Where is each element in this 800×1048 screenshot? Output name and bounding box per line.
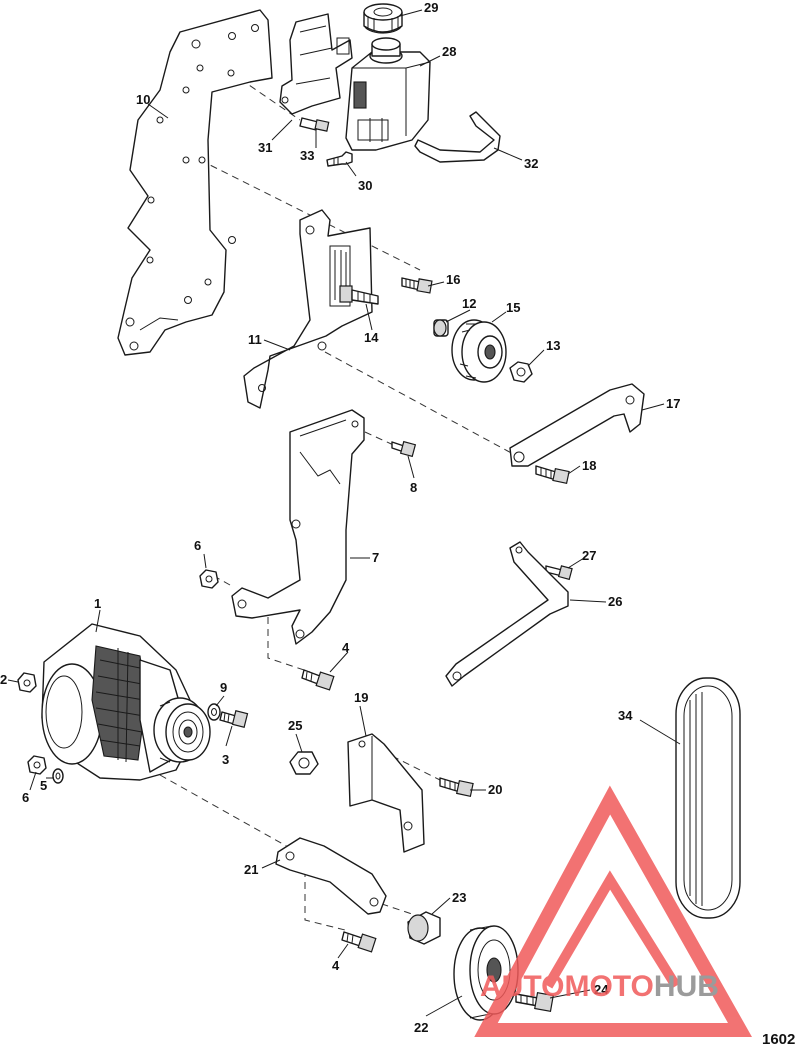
- adjusting-plate: [275, 837, 387, 915]
- callout-29: 29: [424, 0, 438, 15]
- callout-5: 5: [40, 778, 47, 793]
- nut-25: [289, 751, 319, 775]
- callout-23: 23: [452, 890, 466, 905]
- stud-14: [339, 285, 379, 305]
- callout-2: 2: [0, 672, 7, 687]
- callout-21: 21: [244, 862, 258, 877]
- spacer-12: [433, 319, 449, 337]
- reservoir-cap: [363, 3, 403, 34]
- callout-8: 8: [410, 480, 417, 495]
- nut-2: [17, 672, 37, 693]
- reservoir-strap: [414, 111, 501, 163]
- callout-9: 9: [220, 680, 227, 695]
- callout-34: 34: [618, 708, 633, 723]
- callout-3: 3: [222, 752, 229, 767]
- washer-5: [52, 768, 64, 784]
- callout-19: 19: [354, 690, 368, 705]
- callout-6-lower: 6: [22, 790, 29, 805]
- leader-lines: [7, 9, 681, 1017]
- nut-6-top: [199, 569, 219, 589]
- callout-25: 25: [288, 718, 302, 733]
- callout-20: 20: [488, 782, 502, 797]
- callout-6-top: 6: [194, 538, 201, 553]
- callout-11: 11: [248, 332, 262, 347]
- callout-28: 28: [442, 44, 456, 59]
- spacer-23: [407, 911, 441, 945]
- callout-26: 26: [608, 594, 622, 609]
- hose-fitting: [326, 151, 353, 167]
- screw-33: [299, 117, 330, 132]
- callout-30: 30: [358, 178, 372, 193]
- drive-belt: [675, 677, 741, 919]
- reservoir-bracket: [279, 13, 353, 115]
- nut-6-lower: [27, 755, 47, 775]
- bolt-4-lower: [341, 931, 377, 953]
- callout-14: 14: [364, 330, 379, 345]
- watermark-text-auto: AUTO: [480, 970, 564, 1003]
- callout-10: 10: [136, 92, 150, 107]
- nut-13: [509, 361, 533, 383]
- callout-12: 12: [462, 296, 476, 311]
- bolt-24: [515, 992, 554, 1012]
- callout-16: 16: [446, 272, 460, 287]
- callout-13: 13: [546, 338, 560, 353]
- watermark-triangle-inner: [543, 870, 681, 989]
- callout-18: 18: [582, 458, 596, 473]
- callout-1: 1: [94, 596, 101, 611]
- watermark-text-hub: HUB: [654, 970, 719, 1003]
- angle-bracket: [347, 733, 425, 853]
- callout-labels: 10 31 33 30 29 28 32 16 12 15 13 14 11 1…: [0, 0, 680, 1035]
- watermark-logo: AUTOMOTOHUB: [474, 785, 752, 1037]
- diagram-code: 1602: [762, 1031, 795, 1048]
- coolant-reservoir: [345, 37, 431, 151]
- idler-pulley: [451, 319, 507, 383]
- bolt-18: [535, 465, 570, 485]
- adjusting-arm: [509, 383, 645, 467]
- watermark-text-moto: MOTO: [564, 970, 653, 1003]
- callout-33: 33: [300, 148, 314, 163]
- washer-9: [207, 703, 221, 721]
- callout-4-upper: 4: [342, 640, 350, 655]
- bolt-3: [219, 710, 249, 728]
- callout-15: 15: [506, 300, 520, 315]
- support-brace: [445, 541, 569, 687]
- bolt-4-upper: [301, 669, 335, 691]
- callout-27: 27: [582, 548, 596, 563]
- callout-31: 31: [258, 140, 272, 155]
- bolt-16: [401, 277, 433, 294]
- idler-bracket: [243, 209, 373, 409]
- engine-mounting-plate: [117, 9, 273, 356]
- callout-17: 17: [666, 396, 680, 411]
- callout-24: 24: [594, 982, 609, 997]
- callout-32: 32: [524, 156, 538, 171]
- alternator-bracket: [231, 409, 365, 645]
- callout-7: 7: [372, 550, 379, 565]
- watermark-triangle-outer: [474, 785, 752, 1037]
- callout-4-lower: 4: [332, 958, 340, 973]
- bolt-20: [439, 777, 474, 798]
- alternator: [41, 623, 211, 781]
- callout-22: 22: [414, 1020, 428, 1035]
- svg-text:AUTOMOTOHUB: AUTOMOTOHUB: [480, 970, 719, 1003]
- bolt-8: [391, 440, 417, 458]
